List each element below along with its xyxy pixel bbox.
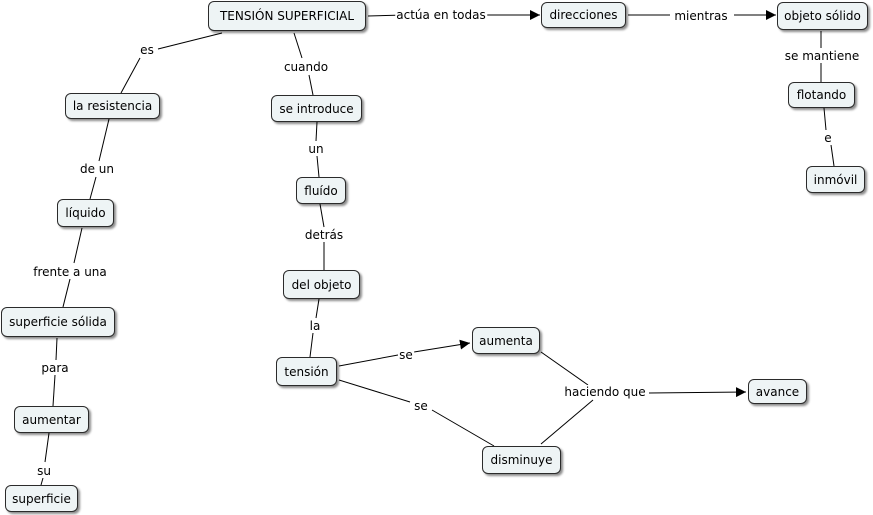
line-cuando-to-seintroduce <box>308 74 314 96</box>
line-la-to-tension <box>309 332 314 358</box>
line-para-to-aumentar <box>52 374 56 407</box>
node-disminuye[interactable]: disminuye <box>482 446 561 474</box>
line-tension-to-cuando <box>293 32 303 59</box>
line-resistencia-to-deun <box>98 118 110 162</box>
link-label-es: es <box>139 43 155 57</box>
node-aumentar[interactable]: aumentar <box>14 406 89 433</box>
line-aumenta-to-haciendo <box>540 351 589 386</box>
link-label-para: para <box>40 361 70 375</box>
line-tension-to-se1 <box>338 354 399 367</box>
node-se-introduce[interactable]: se introduce <box>271 95 362 122</box>
node-la-resistencia[interactable]: la resistencia <box>65 93 160 119</box>
line-delobjeto-to-la <box>315 298 320 319</box>
node-liquido[interactable]: líquido <box>57 199 114 227</box>
line-se2-to-disminuye <box>431 409 495 447</box>
node-tension-superficial[interactable]: TENSIÓN SUPERFICIAL <box>208 1 366 31</box>
link-label-actua-en-todas: actúa en todas <box>395 8 487 22</box>
line-es-to-resistencia <box>120 57 141 94</box>
line-disminuye-to-haciendo <box>540 399 594 445</box>
node-superficie[interactable]: superficie <box>5 485 78 512</box>
node-objeto-solido[interactable]: objeto sólido <box>777 2 868 30</box>
line-flotando-to-e <box>823 107 827 131</box>
line-su-to-superficie <box>40 477 44 486</box>
link-label-se-disminuye: se <box>413 399 429 413</box>
node-del-objeto[interactable]: del objeto <box>283 270 360 299</box>
node-aumenta[interactable]: aumenta <box>472 327 540 354</box>
line-deun-to-liquido <box>89 176 97 200</box>
node-avance[interactable]: avance <box>748 379 807 404</box>
node-inmovil[interactable]: inmóvil <box>806 166 865 193</box>
link-label-mientras: mientras <box>673 9 729 23</box>
node-flotando[interactable]: flotando <box>788 82 855 108</box>
line-un-to-fluido <box>316 155 320 178</box>
link-label-se-aumenta: se <box>398 348 414 362</box>
node-fluido[interactable]: fluído <box>296 177 346 204</box>
line-haciendo-to-avance <box>648 387 747 398</box>
line-tension-to-se2 <box>338 379 411 403</box>
link-label-e: e <box>823 131 833 145</box>
line-e-to-inmovil <box>830 144 835 167</box>
line-tension-to-es <box>157 32 223 50</box>
link-label-se-mantiene: se mantiene <box>783 49 861 63</box>
link-label-cuando: cuando <box>282 60 330 74</box>
node-superficie-solida[interactable]: superficie sólida <box>1 307 115 337</box>
link-label-frente-a-una: frente a una <box>32 265 108 279</box>
node-tension[interactable]: tensión <box>276 357 337 386</box>
link-label-un: un <box>307 142 325 156</box>
link-label-haciendo-que: haciendo que <box>563 385 647 399</box>
line-seintroduce-to-un <box>315 121 318 142</box>
link-label-su: su <box>36 464 52 478</box>
line-aumentar-to-su <box>44 432 50 463</box>
link-label-de-un: de un <box>78 162 116 176</box>
line-superficiesolida-to-para <box>55 337 58 361</box>
line-se1-to-aumenta <box>413 339 471 353</box>
node-direcciones[interactable]: direcciones <box>541 2 626 28</box>
line-liquido-to-frente <box>73 227 83 264</box>
link-label-la: la <box>308 319 322 333</box>
line-fluido-to-detras <box>319 203 325 228</box>
link-label-detras: detrás <box>303 228 345 242</box>
line-frente-to-superficiesolida <box>62 278 71 308</box>
